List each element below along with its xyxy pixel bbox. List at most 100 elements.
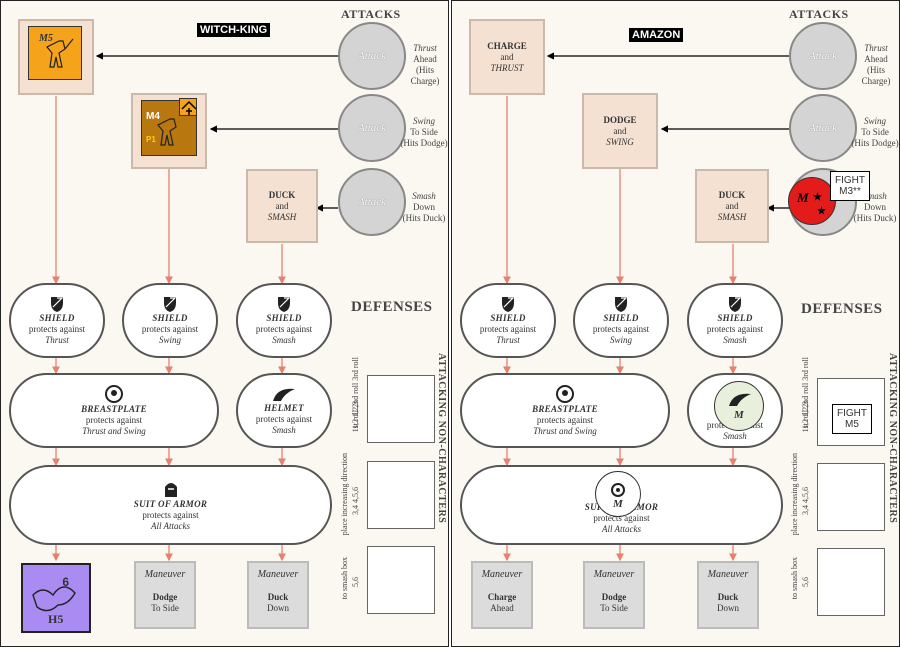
defense-line3: All Attacks (150, 520, 191, 531)
place-direction: place increasing direction (340, 453, 349, 536)
maneuver-dodge-box[interactable]: Maneuver Dodge To Side (583, 561, 645, 629)
defense-line3: Smash (272, 335, 296, 345)
counter-label: M (797, 190, 809, 205)
dodge-swing-box[interactable]: DODGE and SWING (582, 93, 658, 169)
helmet-defense[interactable]: HELMET protects against Smash (236, 373, 332, 448)
charge-thrust-box[interactable]: CHARGE and THRUST (469, 19, 545, 95)
box-line3: SMASH (717, 211, 747, 222)
maneuver-charge-box[interactable]: Maneuver Charge Ahead (471, 561, 533, 629)
shield-thrust-defense[interactable]: SHIELD protects against Thrust (9, 283, 105, 358)
attack-hits: (Hits Dodge) (851, 138, 899, 148)
shield-smash-defense[interactable]: SHIELD protects against Smash (236, 283, 332, 358)
maneuver-line2: To Side (600, 603, 628, 613)
shield-swing-defense[interactable]: SHIELD protects against Swing (573, 283, 669, 358)
defense-line3: All Attacks (601, 524, 642, 534)
box-line1: DUCK (268, 189, 296, 200)
maneuver-dodge-box[interactable]: Maneuver Dodge To Side (134, 561, 196, 629)
defense-line3: Thrust (45, 335, 69, 345)
shield-swing-defense[interactable]: SHIELD protects against Swing (122, 283, 218, 358)
box-line1: DODGE (603, 114, 637, 125)
maneuver-line1: Duck (267, 592, 289, 602)
attack-hits: (Hits Duck) (853, 213, 897, 223)
attack-dir: Swing (412, 116, 435, 126)
shield-thrust-defense[interactable]: SHIELD protects against Thrust (460, 283, 556, 358)
maneuver-line1: Dodge (601, 592, 627, 602)
defense-line2: protects against (85, 415, 143, 425)
maneuver-duck-box[interactable]: Maneuver Duck Down (247, 561, 309, 629)
duck-smash-box[interactable]: DUCK and SMASH (695, 169, 769, 243)
counter-label: M4 (146, 111, 160, 122)
attack-line2: To Side (410, 127, 438, 137)
maneuver-line2: To Side (151, 603, 179, 613)
counter-label: M5 (39, 33, 53, 44)
attack-dir: Smash (412, 191, 436, 201)
counter-label: M (613, 498, 623, 510)
defense-line2: protects against (592, 324, 650, 334)
box-line2: and (613, 125, 627, 136)
defense-line2: protects against (142, 509, 199, 520)
maneuver-line1: Charge (487, 592, 517, 602)
defense-line2: protects against (141, 324, 199, 334)
counter-label: P1 (146, 135, 156, 144)
fight-label: FIGHT (837, 408, 867, 419)
attack-swing-circle[interactable]: Attack (338, 94, 406, 162)
box-line1: CHARGE (487, 40, 527, 51)
dragon-figure-icon (32, 586, 76, 612)
defense-name: SHIELD (39, 313, 75, 323)
attack-thrust-circle[interactable]: Attack (789, 22, 857, 90)
shield-icon (502, 297, 515, 312)
defense-line3: Swing (609, 335, 632, 345)
non-character-swing-box[interactable] (367, 461, 435, 529)
roll-values-2: 3,4 4,5,6 (351, 487, 360, 515)
defense-name: SHIELD (152, 313, 188, 323)
duck-smash-box[interactable]: DUCK and SMASH (246, 169, 318, 243)
maneuver-title: Maneuver (257, 569, 299, 580)
attacking-non-characters-heading: ATTACKING NON-CHARACTERS (436, 353, 447, 524)
up-arrow-marker-icon (179, 98, 197, 116)
m5-monster-counter[interactable]: M5 (28, 26, 82, 80)
attack-smash-circle[interactable]: Attack (338, 168, 406, 236)
non-character-smash-box[interactable] (367, 546, 435, 614)
box-line3: THRUST (490, 62, 524, 73)
defense-line2: protects against (479, 324, 537, 334)
maneuver-line2: Down (267, 603, 289, 613)
breastplate-defense[interactable]: BREASTPLATE protects against Thrust and … (460, 373, 670, 448)
attack-dir: Thrust (413, 43, 437, 53)
maneuver-title: Maneuver (707, 569, 749, 580)
h5-monster-counter[interactable]: 6 H5 (21, 563, 91, 633)
non-character-swing-box[interactable] (817, 463, 885, 531)
red-monster-counter[interactable]: M ★★ (788, 177, 836, 225)
defense-name: BREASTPLATE (532, 404, 598, 414)
character-name-banner: AMAZON (629, 28, 684, 42)
box-line3: SWING (606, 136, 634, 147)
shield-smash-defense[interactable]: SHIELD protects against Smash (687, 283, 783, 358)
defense-line3: Smash (272, 425, 296, 435)
shield-icon (729, 297, 742, 312)
attack-hits: (Hits Duck) (402, 213, 446, 223)
armor-m-counter[interactable]: M (595, 471, 641, 517)
suit-of-armor-defense[interactable]: SUIT OF ARMOR protects against All Attac… (9, 465, 332, 545)
helmet-m-counter[interactable]: M (714, 381, 764, 431)
maneuver-duck-box[interactable]: Maneuver Duck Down (697, 561, 759, 629)
non-character-smash-box[interactable] (817, 548, 885, 616)
maneuver-title: Maneuver (593, 569, 635, 580)
warrior-figure-icon (46, 38, 74, 68)
attack-thrust-circle[interactable]: Attack (338, 22, 406, 90)
breastplate-icon (556, 385, 574, 403)
roll-values-1: 1,2 1,2,3 (351, 401, 360, 429)
breastplate-icon (105, 385, 123, 403)
breastplate-defense[interactable]: BREASTPLATE protects against Thrust and … (9, 373, 219, 448)
defense-line2: protects against (255, 324, 313, 334)
attack-line2: Ahead (864, 54, 888, 64)
attack-swing-circle[interactable]: Attack (789, 94, 857, 162)
counter-label: H5 (48, 612, 64, 626)
shield-icon (51, 297, 64, 312)
non-character-thrust-box[interactable] (367, 375, 435, 443)
roll-values-1: 1,2 1,2,3 (801, 401, 810, 429)
